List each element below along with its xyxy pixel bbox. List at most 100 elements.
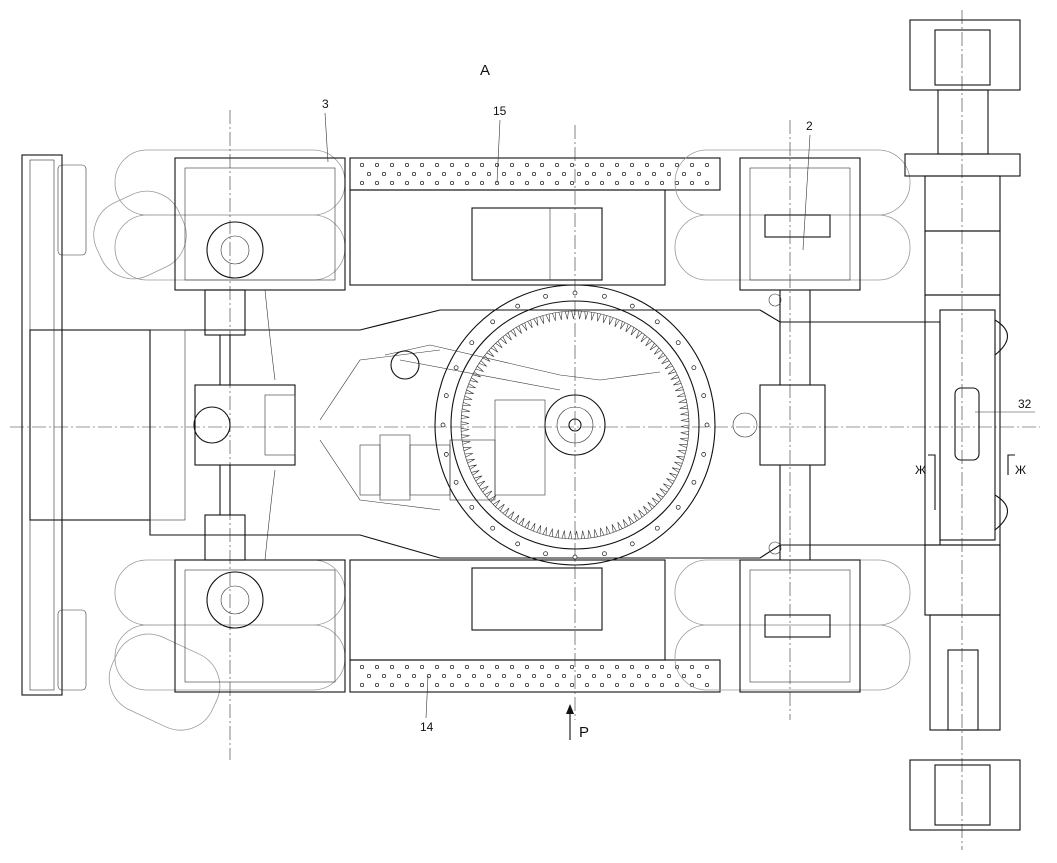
- rear-outrigger-top: [904, 19, 1021, 296]
- ring-bolt: [440, 422, 446, 428]
- ring-bolt: [490, 319, 496, 325]
- plate-hole: [659, 664, 665, 670]
- plate-hole: [576, 171, 582, 177]
- svg-text:Р: Р: [579, 724, 589, 741]
- ring-bolt: [469, 340, 475, 346]
- plate-hole: [546, 171, 552, 177]
- ring-bolt: [515, 541, 521, 547]
- ring-bolt: [602, 551, 607, 557]
- plate-hole: [374, 162, 380, 168]
- ring-bolt: [675, 340, 681, 346]
- plate-hole: [389, 162, 395, 168]
- front-bumper: [21, 154, 186, 696]
- plate-hole: [524, 664, 530, 670]
- ring-bolt: [675, 504, 681, 510]
- plate-hole: [441, 171, 447, 177]
- plate-hole: [509, 180, 515, 186]
- ring-bolt: [654, 525, 660, 531]
- plate-hole: [509, 162, 515, 168]
- plate-hole: [381, 171, 387, 177]
- plate-hole: [411, 673, 417, 679]
- plate-hole: [704, 180, 710, 186]
- plate-hole: [359, 682, 365, 688]
- plate-hole: [524, 180, 530, 186]
- plate-hole: [704, 162, 710, 168]
- plate-hole: [606, 171, 612, 177]
- plate-hole: [599, 664, 605, 670]
- plate-hole: [479, 180, 485, 186]
- plate-hole: [539, 162, 545, 168]
- plate-hole: [411, 171, 417, 177]
- plate-hole: [666, 171, 672, 177]
- plate-hole: [389, 180, 395, 186]
- plate-hole: [494, 682, 500, 688]
- plate-hole: [651, 171, 657, 177]
- plate-hole: [434, 664, 440, 670]
- plate-hole: [569, 162, 575, 168]
- plate-hole: [501, 171, 507, 177]
- plate-hole: [659, 180, 665, 186]
- plate-hole: [486, 673, 492, 679]
- callout-part-32: 32: [975, 397, 1035, 413]
- plate-hole: [636, 673, 642, 679]
- plate-hole: [366, 673, 372, 679]
- svg-text:2: 2: [806, 119, 813, 133]
- callout-view-a: А: [480, 62, 490, 79]
- plate-hole: [681, 171, 687, 177]
- plate-hole: [644, 664, 650, 670]
- plate-hole: [576, 673, 582, 679]
- plate-hole: [381, 673, 387, 679]
- plate-hole: [366, 171, 372, 177]
- ring-bolt: [543, 551, 548, 557]
- plate-hole: [599, 180, 605, 186]
- plate-hole: [644, 682, 650, 688]
- plate-hole: [509, 682, 515, 688]
- plate-hole: [516, 673, 522, 679]
- plate-hole: [404, 664, 410, 670]
- plate-hole: [614, 162, 620, 168]
- plate-hole: [554, 664, 560, 670]
- plate-hole: [674, 162, 680, 168]
- plate-hole: [389, 664, 395, 670]
- plate-hole: [471, 171, 477, 177]
- plate-hole: [359, 664, 365, 670]
- section-mark-right: Ж: [1007, 454, 1026, 477]
- plate-hole: [516, 171, 522, 177]
- plate-hole: [614, 664, 620, 670]
- plate-hole: [636, 171, 642, 177]
- plate-hole: [599, 682, 605, 688]
- ring-bolt: [704, 422, 710, 428]
- plate-hole: [666, 673, 672, 679]
- plate-hole: [704, 682, 710, 688]
- plate-hole: [374, 664, 380, 670]
- plate-hole: [419, 664, 425, 670]
- rear-axle: [732, 290, 826, 560]
- plate-hole: [591, 673, 597, 679]
- plate-hole: [456, 673, 462, 679]
- plate-hole: [606, 673, 612, 679]
- track-plate-15: [349, 157, 721, 191]
- plate-hole: [359, 162, 365, 168]
- front-axle: [193, 289, 296, 561]
- plate-hole: [554, 682, 560, 688]
- gear-teeth: [460, 310, 690, 540]
- rear-outrigger-bottom: [909, 544, 1021, 831]
- bogie-front-top: [93, 110, 346, 760]
- plate-hole: [546, 673, 552, 679]
- ring-bolt: [602, 293, 607, 299]
- plate-hole: [464, 162, 470, 168]
- center-boxes: [349, 125, 666, 720]
- callout-part-14: 14: [420, 675, 434, 734]
- ring-bolt: [629, 541, 635, 547]
- ring-bolt: [469, 504, 475, 510]
- plate-hole: [494, 664, 500, 670]
- plate-hole: [419, 682, 425, 688]
- ring-bolt: [443, 393, 449, 398]
- plate-hole: [644, 180, 650, 186]
- plate-hole: [621, 171, 627, 177]
- plate-hole: [591, 171, 597, 177]
- plate-hole: [629, 664, 635, 670]
- plate-hole: [554, 180, 560, 186]
- plate-hole: [524, 162, 530, 168]
